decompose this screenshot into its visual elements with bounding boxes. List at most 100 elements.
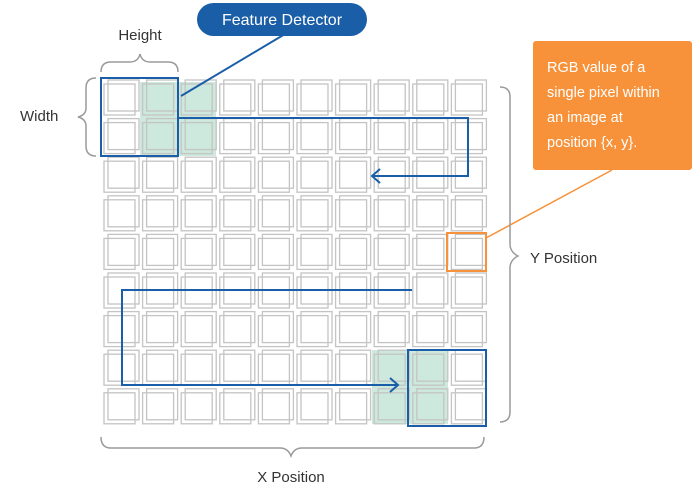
pixel-cell bbox=[103, 349, 140, 386]
feature-detector-pill bbox=[197, 3, 367, 36]
pixel-cell bbox=[450, 233, 488, 271]
pixel-cell bbox=[334, 388, 372, 425]
callout-box bbox=[533, 41, 692, 170]
pixel-cell bbox=[334, 310, 372, 348]
pixel-cell bbox=[450, 388, 488, 425]
pixel-cell bbox=[180, 272, 217, 309]
pixel-cell bbox=[141, 195, 179, 232]
pixel-cell bbox=[412, 117, 449, 155]
pixel-cell bbox=[373, 117, 410, 155]
pixel-cell bbox=[412, 233, 449, 271]
pixel-cell bbox=[141, 310, 179, 348]
pixel-cell bbox=[373, 79, 410, 116]
feature-detector-end-box bbox=[407, 349, 487, 427]
pixel-cell bbox=[373, 156, 410, 193]
pixel-cell bbox=[103, 310, 140, 348]
pixel-cell bbox=[180, 233, 217, 271]
pixel-cell bbox=[334, 272, 372, 309]
x-position-label: X Position bbox=[257, 469, 325, 486]
pixel-cell bbox=[334, 195, 372, 232]
feature-detector-label: Feature Detector bbox=[222, 12, 343, 29]
pixel-cell bbox=[219, 117, 256, 155]
pixel-cell bbox=[412, 156, 449, 193]
scan-path-bottom bbox=[121, 289, 412, 386]
height-label: Height bbox=[118, 27, 162, 44]
height-brace bbox=[100, 53, 179, 73]
pixel-cell bbox=[257, 272, 295, 309]
callout-connector bbox=[485, 169, 613, 239]
pixel-cell bbox=[219, 388, 256, 425]
pixel-cell bbox=[257, 349, 295, 386]
pixel-cell bbox=[103, 156, 140, 193]
pixel-cell bbox=[257, 195, 295, 232]
pixel-cell bbox=[219, 156, 256, 193]
width-brace bbox=[77, 77, 97, 157]
pixel-cell bbox=[296, 388, 333, 425]
pixel-cell bbox=[450, 195, 488, 232]
pixel-cell bbox=[141, 349, 179, 386]
y-position-brace bbox=[499, 86, 520, 423]
pixel-cell bbox=[103, 272, 140, 309]
single-pixel-box bbox=[446, 232, 487, 272]
pixel-cell bbox=[103, 195, 140, 232]
width-label: Width bbox=[20, 108, 58, 125]
pixel-cell bbox=[412, 195, 449, 232]
pixel-cell bbox=[180, 388, 217, 425]
pixel-cell bbox=[334, 156, 372, 193]
pixel-cell bbox=[219, 272, 256, 309]
detector-highlight-bottom bbox=[372, 350, 448, 424]
pixel-cell bbox=[103, 117, 140, 155]
pixel-cell bbox=[296, 349, 333, 386]
pixel-cell bbox=[257, 156, 295, 193]
pixel-cell bbox=[180, 156, 217, 193]
callout-line-3: an image at bbox=[547, 110, 623, 126]
callout-line-4: position {x, y}. bbox=[547, 135, 637, 151]
pixel-cell bbox=[141, 272, 179, 309]
pixel-cell bbox=[257, 117, 295, 155]
pixel-cell bbox=[257, 233, 295, 271]
pixel-cell bbox=[450, 79, 488, 116]
pixel-cell bbox=[141, 388, 179, 425]
pixel-cell bbox=[296, 233, 333, 271]
pixel-cell bbox=[450, 310, 488, 348]
pixel-cell bbox=[296, 310, 333, 348]
pixel-cell bbox=[296, 272, 333, 309]
pixel-cell bbox=[180, 349, 217, 386]
pixel-cell bbox=[450, 117, 488, 155]
pixel-cell bbox=[180, 310, 217, 348]
scan-path-top bbox=[178, 117, 469, 177]
pixel-cell bbox=[296, 156, 333, 193]
pixel-cell bbox=[334, 233, 372, 271]
pixel-cell bbox=[103, 233, 140, 271]
pixel-cell bbox=[334, 349, 372, 386]
pixel-cell bbox=[373, 310, 410, 348]
pixel-cell bbox=[219, 79, 256, 116]
pixel-cell bbox=[103, 388, 140, 425]
pixel-cell bbox=[296, 195, 333, 232]
pixel-cell bbox=[257, 79, 295, 116]
pixel-cell bbox=[219, 233, 256, 271]
pixel-cell bbox=[141, 156, 179, 193]
y-position-label: Y Position bbox=[530, 250, 597, 267]
scan-arrow-head-top bbox=[370, 168, 381, 184]
pixel-cell bbox=[219, 349, 256, 386]
callout-line-2: single pixel within bbox=[547, 85, 660, 101]
pixel-cell bbox=[412, 310, 449, 348]
pixel-cell bbox=[180, 195, 217, 232]
pixel-cell bbox=[450, 272, 488, 309]
pixel-cell bbox=[296, 117, 333, 155]
pixel-cell bbox=[141, 233, 179, 271]
pixel-cell bbox=[412, 272, 449, 309]
pixel-cell bbox=[296, 79, 333, 116]
pixel-cell bbox=[412, 388, 449, 425]
pixel-cell bbox=[450, 349, 488, 386]
pixel-cell bbox=[219, 195, 256, 232]
pixel-cell bbox=[334, 79, 372, 116]
pixel-cell bbox=[257, 310, 295, 348]
pixel-cell bbox=[373, 195, 410, 232]
pixel-cell bbox=[373, 233, 410, 271]
pixel-cell bbox=[334, 117, 372, 155]
pixel-cell bbox=[180, 79, 217, 116]
pixel-cell bbox=[103, 79, 140, 116]
